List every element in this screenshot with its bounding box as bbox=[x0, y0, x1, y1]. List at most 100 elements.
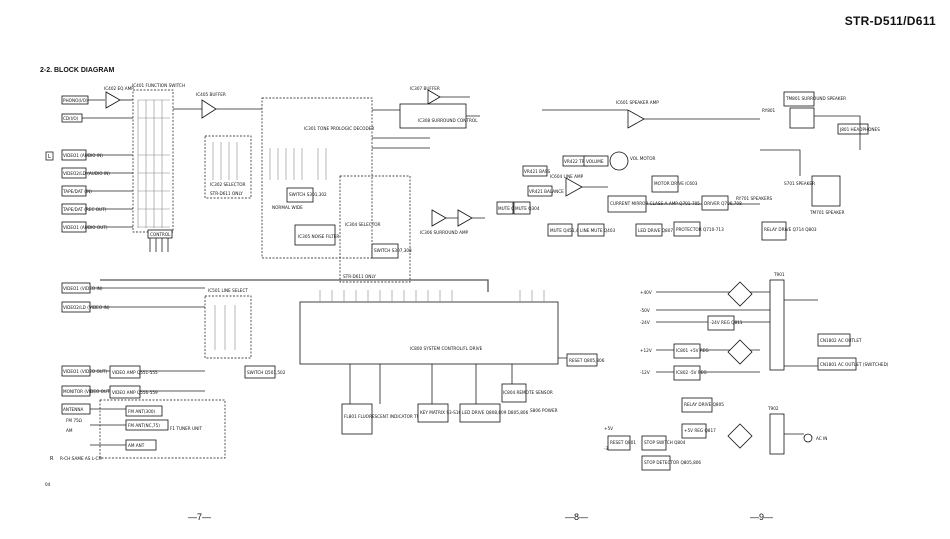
video-amp1-box bbox=[109, 365, 141, 379]
reg24-label: -24V REG Q811 bbox=[710, 320, 743, 325]
tape-in-label: TAPE/DAT (IN) bbox=[62, 189, 92, 194]
ic301-label: IC301 TONE PROLOGIC DECODER bbox=[304, 126, 374, 131]
line-amp-symbol bbox=[565, 177, 583, 197]
side-mark-l-box bbox=[45, 151, 54, 161]
balance-label: VR421 BALANCE bbox=[529, 189, 564, 194]
video1-out-label: VIDEO1 (AUDIO OUT) bbox=[63, 225, 108, 230]
bass-label: VR421 BASS bbox=[524, 169, 550, 174]
ic302-label: IC302 SELECTOR bbox=[210, 182, 246, 187]
mute-q451-box bbox=[547, 223, 573, 237]
signal-bus bbox=[100, 279, 489, 292]
cd-label: CD(I/O) bbox=[63, 116, 79, 121]
section-title: 2-2. BLOCK DIAGRAM bbox=[40, 67, 115, 74]
cn1802-label: CN1802 AC OUTLET bbox=[820, 338, 862, 343]
remote-box bbox=[501, 383, 527, 403]
tape-rec-label: TAPE/DAT (REC OUT) bbox=[62, 207, 107, 212]
v1-video-in-label: VIDEO1 (VIDEO IN) bbox=[63, 286, 103, 291]
surr-amp2-symbol bbox=[457, 209, 473, 227]
video-amp2-box bbox=[109, 385, 141, 399]
ic405-buffer-symbol bbox=[201, 99, 217, 119]
antenna-wires bbox=[90, 408, 126, 446]
bridge-1 bbox=[727, 281, 753, 307]
supply-p24: -24V bbox=[640, 320, 650, 325]
reset-box bbox=[566, 353, 598, 367]
mute-q451-label: MUTE Q451,452 bbox=[550, 228, 584, 233]
vol-motor-label: VOL MOTOR bbox=[630, 156, 656, 161]
am-label: AM bbox=[66, 428, 73, 433]
t902-transformer bbox=[769, 413, 785, 455]
j601-box bbox=[837, 123, 869, 135]
led-drive-label: LED DRIVE Q808,809 D805,806 bbox=[462, 410, 529, 415]
mute-q304-box bbox=[513, 201, 531, 215]
eq-amp-label: IC402 EQ AMP bbox=[104, 86, 134, 91]
led-drive2-label: LED DRIVE Q807 bbox=[638, 228, 673, 233]
ic301-pins bbox=[269, 148, 327, 180]
control-label: CONTROL bbox=[150, 232, 171, 237]
page-number-9: —9— bbox=[750, 512, 774, 522]
t902-label: T902 bbox=[767, 406, 779, 411]
eq-amp-symbol bbox=[105, 91, 121, 109]
ic800-outputs bbox=[349, 357, 567, 404]
fm-ant-label: FM ANT(300) bbox=[128, 409, 156, 414]
fm-ant-box bbox=[125, 405, 163, 417]
ic501-box bbox=[204, 295, 252, 359]
surr-amp-symbol bbox=[431, 209, 447, 227]
ac-in-label: AC IN bbox=[816, 436, 827, 441]
antenna-label: ANTENNA bbox=[63, 407, 83, 412]
rch-note: R-CH:SAME AS L-CH bbox=[60, 456, 102, 461]
page-number-7: —7— bbox=[188, 512, 212, 522]
v2-video-in-label: VIDEO2/LD (VIDEO IN) bbox=[63, 305, 110, 310]
ac-wires bbox=[784, 299, 818, 435]
switch-q-box bbox=[244, 365, 276, 379]
surr-amp-label: IC306 SURROUND AMP bbox=[420, 230, 469, 235]
bottom-mark: 04 bbox=[45, 482, 51, 487]
line-mute-label: LINE MUTE Q403 bbox=[580, 228, 616, 233]
center-wires bbox=[372, 96, 485, 219]
amp-wires bbox=[542, 109, 760, 205]
normal-wide-label: NORMAL WIDE bbox=[272, 205, 303, 210]
ic308-box bbox=[399, 103, 467, 129]
bridge-2 bbox=[727, 339, 753, 365]
reg24-box bbox=[707, 315, 735, 331]
driver-label: DRIVER Q706,708 bbox=[704, 201, 742, 206]
mute-q301-box bbox=[496, 201, 514, 215]
volume-box bbox=[583, 155, 609, 167]
cn1801-label: CN1801 AC OUTLET (SWITCHED) bbox=[820, 362, 889, 367]
reg48-label: +5V REG Q817 bbox=[684, 428, 716, 433]
control-box bbox=[147, 229, 173, 239]
noise-filter-label: IC305 NOISE FILTER bbox=[298, 234, 339, 239]
supply-m12: -12V bbox=[640, 370, 650, 375]
t901-transformer bbox=[769, 279, 785, 371]
speaker-amp-label: IC601 SPEAKER AMP bbox=[616, 100, 659, 105]
ic802-label: IC802 -5V REG bbox=[676, 370, 707, 375]
ic401-box bbox=[132, 89, 174, 233]
ic501-label: IC501 LINE SELECT bbox=[208, 288, 248, 293]
ic307-label: IC307 BUFFER bbox=[410, 86, 440, 91]
rly701-label: RY701 SPEAKERS bbox=[736, 196, 773, 201]
balance-box bbox=[527, 185, 553, 197]
mute-q304-label: MUTE Q304 bbox=[515, 206, 540, 211]
switch1-label: SWITCH S301,302 bbox=[289, 192, 327, 197]
speaker-amp-symbol bbox=[627, 109, 645, 129]
fl-box bbox=[341, 403, 373, 435]
fl-label: FL801 FLUORESCENT INDICATOR TUBE bbox=[344, 414, 426, 419]
relay-drive2-box bbox=[681, 397, 713, 413]
stop-sw-box bbox=[641, 435, 667, 451]
video-wires bbox=[90, 287, 205, 392]
sw-speaker-label: S701 SPEAKER bbox=[784, 181, 815, 186]
motor-drive-box bbox=[651, 175, 679, 193]
protector-box bbox=[673, 221, 701, 237]
motor-drive-label: MOTOR DRIVE IC603 bbox=[654, 181, 698, 186]
relay-drive-box bbox=[761, 221, 787, 241]
supply-m50: -50V bbox=[640, 308, 650, 313]
side-mark-l: L bbox=[48, 154, 51, 160]
ic303-box bbox=[294, 224, 336, 246]
reset2-box bbox=[607, 435, 631, 451]
page-header: STR-D511/D611 bbox=[844, 14, 936, 28]
tm801-terminals bbox=[789, 107, 815, 129]
supply-p12: +12V bbox=[640, 348, 652, 353]
right-section: IC601 SPEAKER AMP IC604 LINE AMP VR421 B… bbox=[522, 91, 889, 471]
switch2-label: SWITCH S307,308 bbox=[374, 248, 412, 253]
ic405-label: IC405 BUFFER bbox=[196, 92, 226, 97]
control-lines bbox=[149, 238, 169, 252]
